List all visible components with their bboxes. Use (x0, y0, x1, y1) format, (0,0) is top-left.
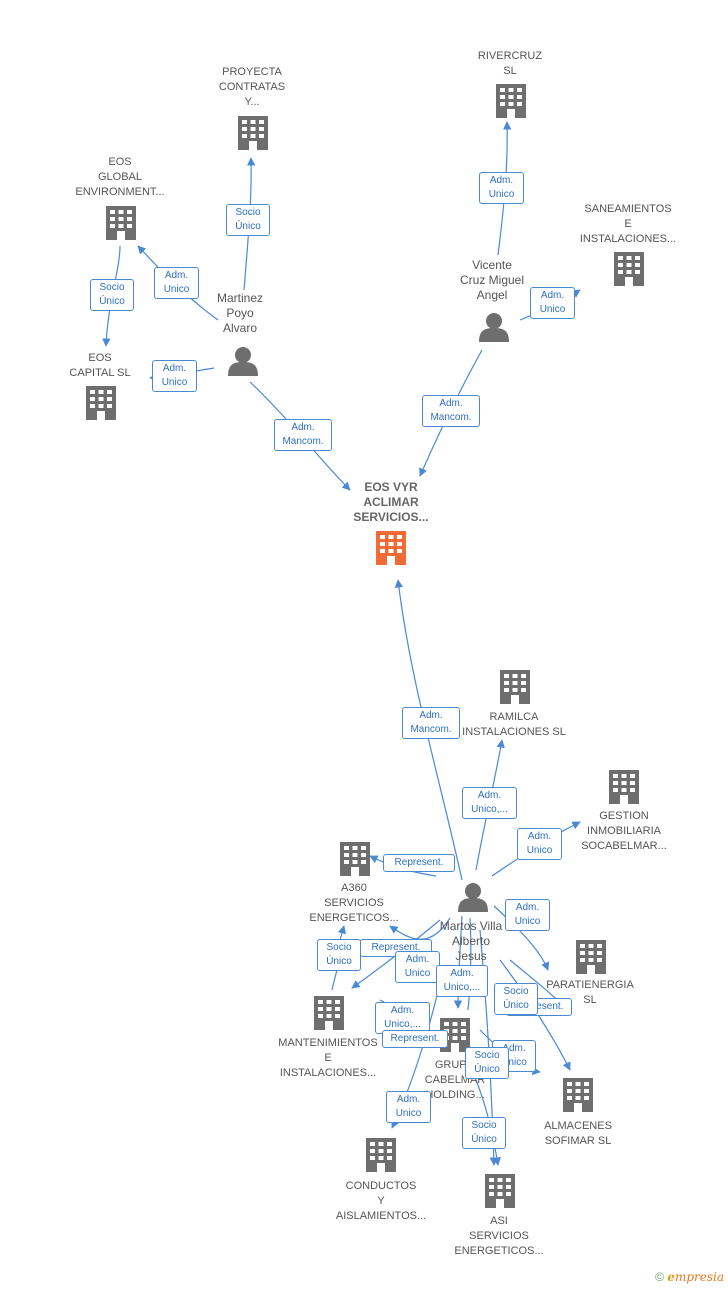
building-icon-proyecta[interactable] (238, 116, 268, 150)
node-label-eos-capital[interactable]: EOS CAPITAL SL (69, 352, 131, 379)
building-icon-mantenimientos[interactable] (314, 996, 344, 1030)
edge-label-adm-unico[interactable]: Adm. Unico (154, 267, 199, 299)
copyright-icon: © (655, 1270, 664, 1284)
edge-label-adm-unico[interactable]: Adm. Unico (505, 899, 550, 931)
edge-label-adm-mancom[interactable]: Adm. Mancom. (274, 419, 332, 451)
edge-label-adm-unico[interactable]: Adm. Unico (517, 828, 562, 860)
node-label-ramilca[interactable]: RAMILCA INSTALACIONES SL (462, 711, 566, 738)
building-icon-eos-capital[interactable] (86, 386, 116, 420)
node-label-martos[interactable]: Martos Villa Alberto Jesus (439, 919, 503, 963)
node-label-eos-global[interactable]: EOS GLOBAL ENVIRONMENT... (75, 156, 165, 198)
edge-label-adm-unico[interactable]: Adm. Unico (479, 172, 524, 204)
node-label-a360[interactable]: A360 SERVICIOS ENERGETICOS... (309, 882, 399, 924)
building-icon-paratienergia[interactable] (576, 940, 606, 974)
building-icon-almacenes[interactable] (563, 1078, 593, 1112)
building-icon-gestion[interactable] (609, 770, 639, 804)
node-label-martinez[interactable]: Martinez Poyo Alvaro (216, 291, 263, 335)
edge-mant-a360 (337, 925, 346, 941)
footer-brand[interactable]: © empresia (655, 1270, 724, 1284)
node-label-paratienergia[interactable]: PARATIENERGIA SL (546, 979, 634, 1006)
node-label-mantenimientos[interactable]: MANTENIMIENTOS E INSTALACIONES... (278, 1037, 378, 1079)
building-icon-eos-global[interactable] (106, 206, 136, 240)
person-icon-martos[interactable] (458, 883, 488, 912)
edge-label-adm-unico[interactable]: Adm. Unico,... (436, 965, 488, 997)
building-icon-a360[interactable] (340, 842, 370, 876)
edge-martos-almacenes (499, 959, 571, 1071)
node-label-grupo[interactable]: GRUPO CABELMAR HOLDING... (424, 1059, 486, 1101)
edge-label-represent[interactable]: Represent. (382, 1030, 448, 1048)
node-label-conductos[interactable]: CONDUCTOS Y AISLAMIENTOS... (335, 1180, 427, 1222)
edge-label-socio-unico[interactable]: Socio Único (317, 939, 361, 971)
building-icon-asi[interactable] (485, 1174, 515, 1208)
node-label-gestion[interactable]: GESTION INMOBILIARIA SOCABELMAR... (581, 810, 667, 852)
edge-label-socio-unico[interactable]: Socio Único (90, 279, 134, 311)
node-label-rivercruz[interactable]: RIVERCRUZ SL (477, 50, 543, 77)
node-label-proyecta[interactable]: PROYECTA CONTRATAS Y... (218, 66, 286, 108)
node-label-saneamientos[interactable]: SANEAMIENTOS E INSTALACIONES... (579, 203, 677, 245)
node-label-asi[interactable]: ASI SERVICIOS ENERGETICOS... (454, 1215, 544, 1257)
person-icon-vicente[interactable] (479, 313, 509, 342)
edge-label-adm-unico[interactable]: Adm. Unico (386, 1091, 431, 1123)
node-label-eos-vyr[interactable]: EOS VYR ACLIMAR SERVICIOS... (353, 480, 429, 524)
edge-label-represent[interactable]: Represent. (383, 854, 455, 872)
node-label-vicente[interactable]: Vicente Cruz Miguel Angel (459, 258, 525, 302)
edge-label-socio-unico[interactable]: Socio Único (462, 1117, 506, 1149)
edge-label-adm-unico[interactable]: Adm. Unico,... (375, 1002, 430, 1034)
edge-martos-grupo (453, 915, 463, 1009)
building-icon-saneamientos[interactable] (614, 252, 644, 286)
edge-label-adm-unico[interactable]: Adm. Unico (395, 951, 440, 983)
edge-label-socio-unico[interactable]: Socio Único (465, 1047, 509, 1079)
edge-label-adm-mancom[interactable]: Adm. Mancom. (422, 395, 480, 427)
edge-label-adm-unico[interactable]: Adm. Unico,... (462, 787, 517, 819)
edge-label-adm-mancom[interactable]: Adm. Mancom. (402, 707, 460, 739)
brand-logo: empresia (667, 1270, 724, 1284)
building-icon-rivercruz[interactable] (496, 84, 526, 118)
building-icon-conductos[interactable] (366, 1138, 396, 1172)
edge-label-socio-unico[interactable]: Socio Único (226, 204, 270, 236)
building-icon-ramilca[interactable] (500, 670, 530, 704)
edge-label-adm-unico[interactable]: Adm. Unico (152, 360, 197, 392)
edge-label-socio-unico[interactable]: Socio Único (494, 983, 538, 1015)
person-icon-martinez[interactable] (228, 347, 258, 376)
edge-martos-paratienergia (493, 905, 550, 971)
building-icon-eos-vyr[interactable] (376, 531, 406, 565)
edge-label-adm-unico[interactable]: Adm. Unico (530, 287, 575, 319)
node-label-almacenes[interactable]: ALMACENES SOFIMAR SL (544, 1120, 612, 1147)
